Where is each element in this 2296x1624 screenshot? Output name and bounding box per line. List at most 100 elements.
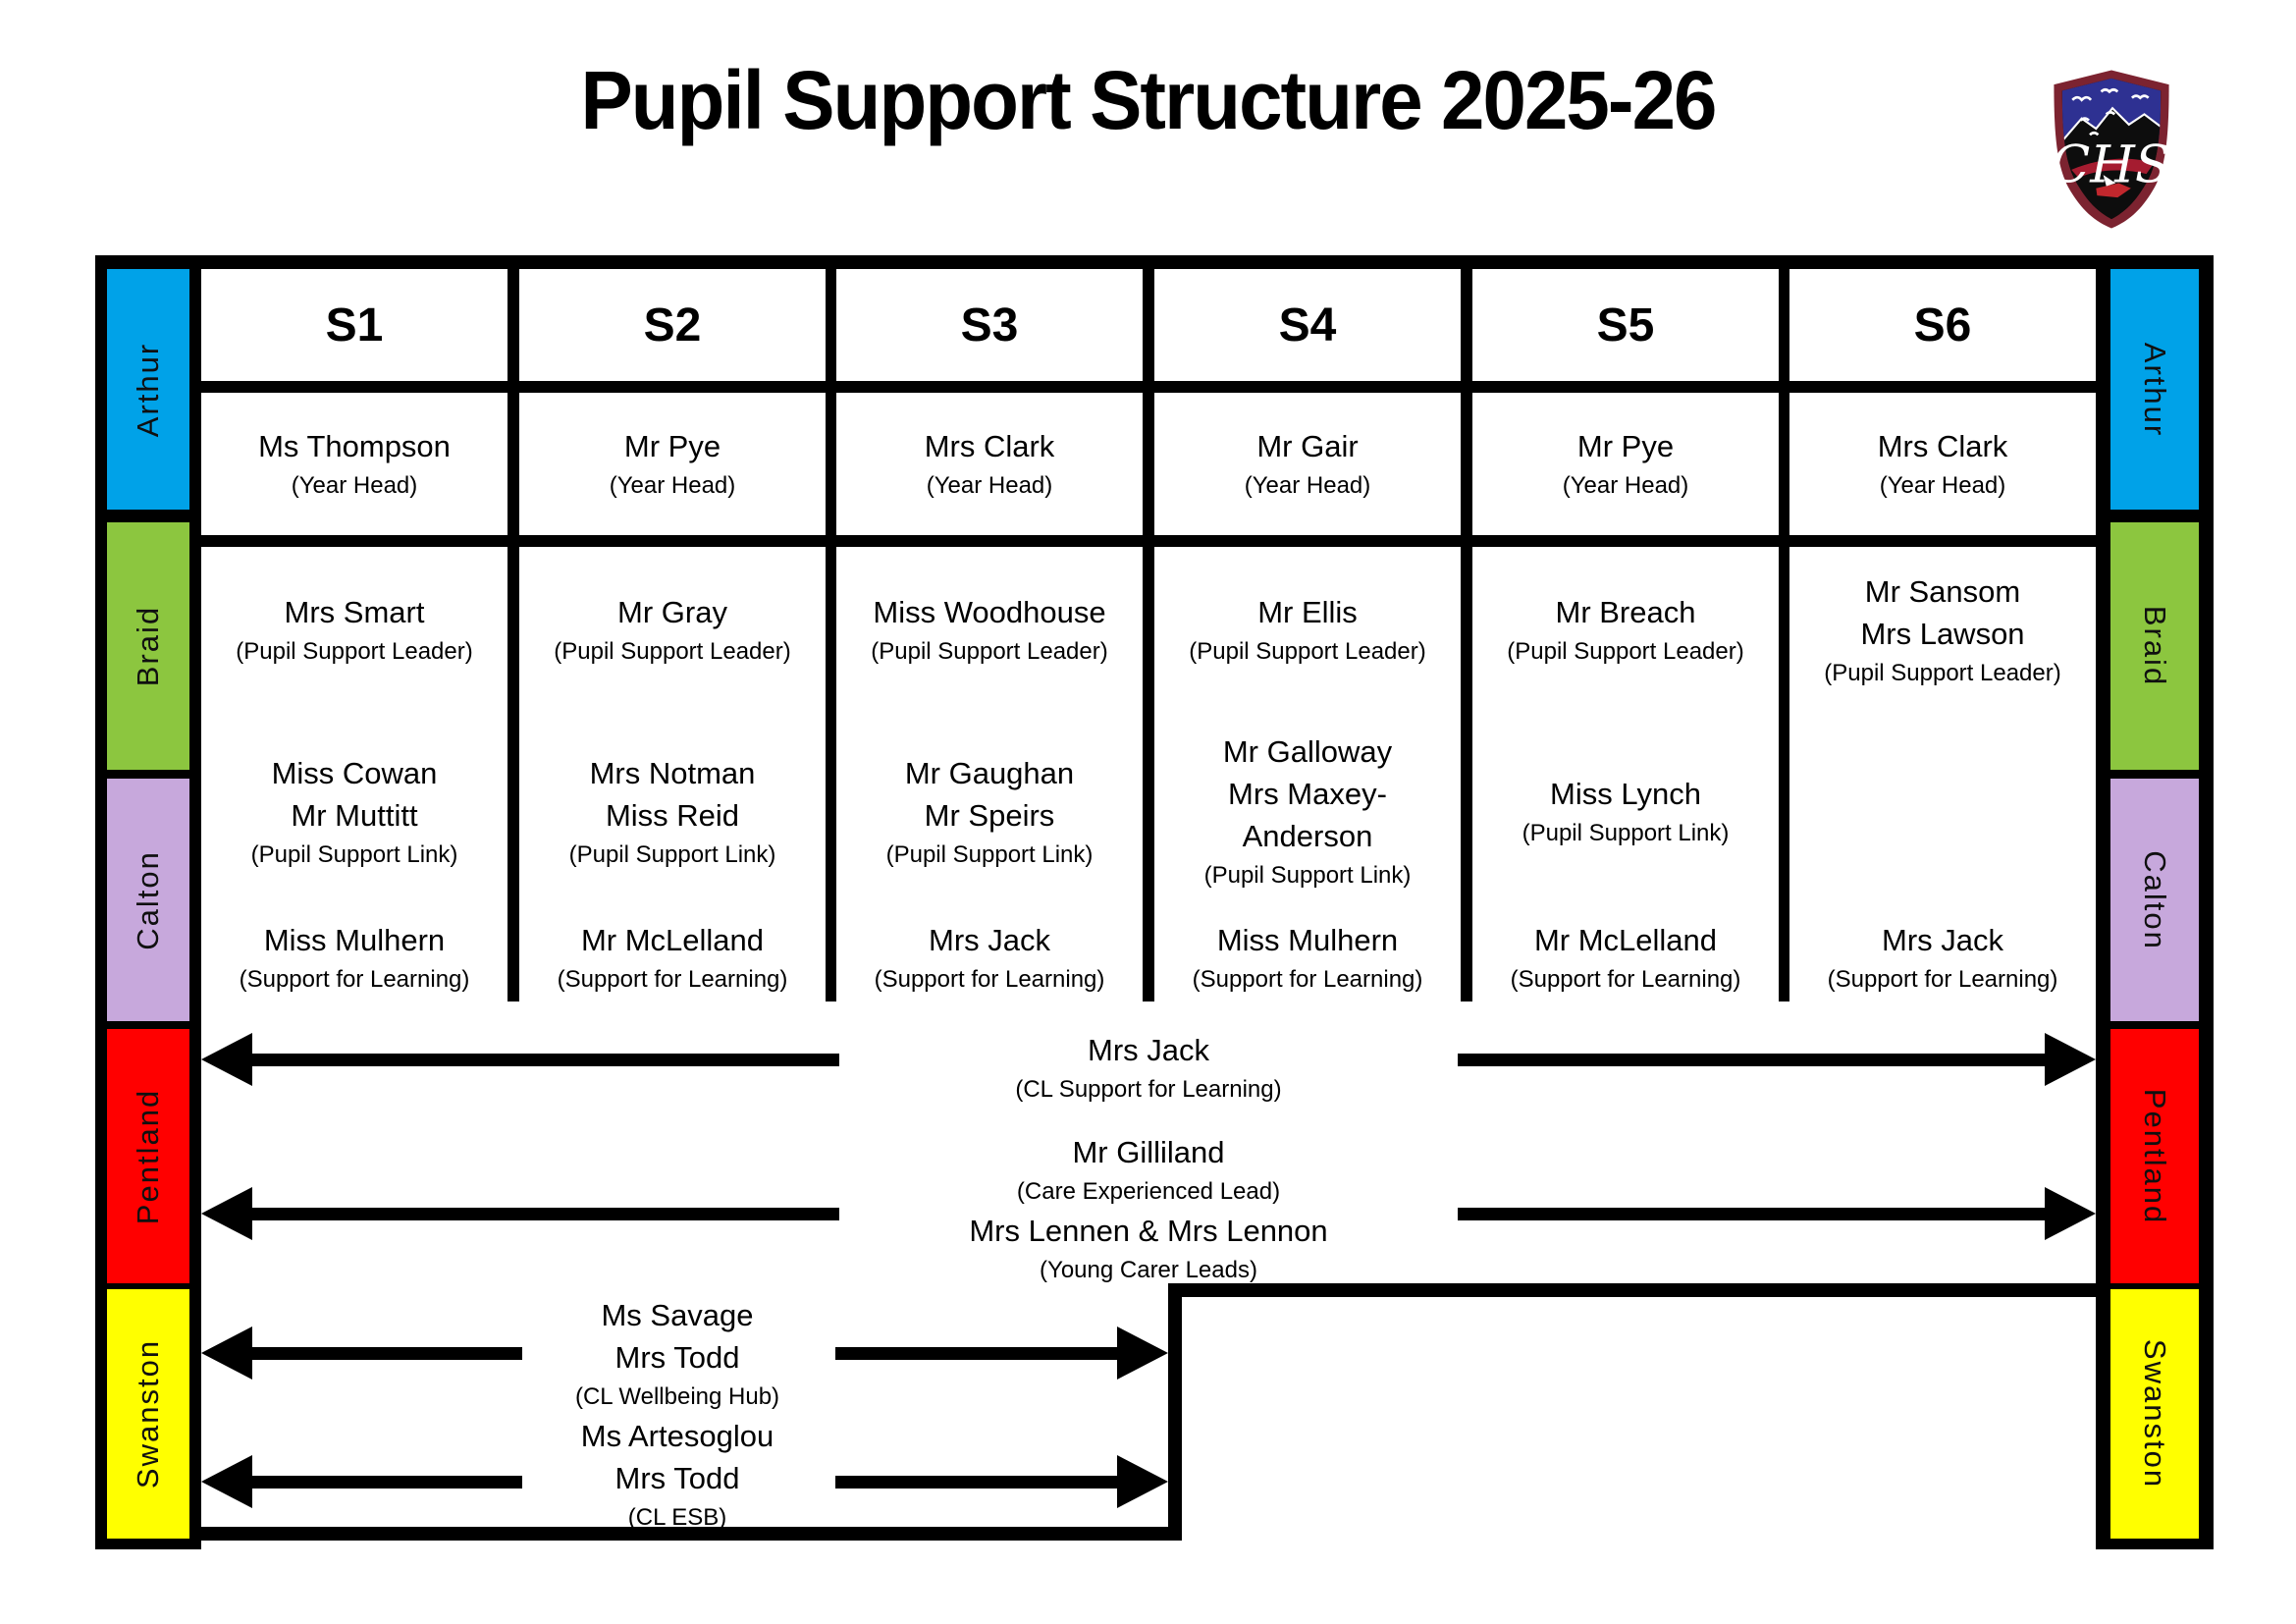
pupil-support-link-group: Miss Lynch (Pupil Support Link) [1472,714,1779,910]
leader-role: (Pupil Support Leader) [871,638,1108,665]
sfl-role: (Support for Learning) [557,966,788,993]
year-head-cell-s5: Mr Pye (Year Head) [1472,393,1779,535]
year-head-cell-s4: Mr Gair (Year Head) [1154,393,1461,535]
year-head-name: Mr Pye [623,428,721,463]
sfl-role: (Support for Learning) [1827,966,2058,993]
house-label-braid: Braid [2138,605,2172,687]
pupil-support-leader-group: Mr Ellis (Pupil Support Leader) [1154,547,1461,714]
support-structure-table: S1 S2 S3 S4 S5 S6 Ms Thompson (Year Head… [201,269,2096,1001]
support-for-learning-group: Mrs Jack (Support for Learning) [836,910,1143,1001]
cl-support-for-learning-block: Mrs Jack (CL Support for Learning) [839,1029,1458,1108]
year-head-name: Mr Pye [1576,428,1675,463]
arrow-left-esb [201,1455,522,1508]
swanston-bottom-bar [201,1527,1182,1541]
wellbeing-name-2: Mrs Todd [614,1340,740,1375]
sfl-name: Miss Mulhern [263,923,446,957]
link-names: Miss Lynch [1550,777,1701,811]
arrow-left-wellbeing [201,1326,522,1380]
year-head-role: (Year Head) [1244,471,1371,499]
young-carer-names: Mrs Lennen & Mrs Lennon [969,1214,1328,1248]
support-for-learning-group: Mrs Jack (Support for Learning) [1789,910,2096,1001]
sfl-role: (Support for Learning) [1510,966,1741,993]
house-box-arthur-right: Arthur [2110,269,2199,510]
column-header-s2: S2 [519,269,826,381]
arrow-right-care-leads [1458,1187,2096,1240]
house-box-swanston-left: Swanston [107,1289,189,1539]
arrow-left-cl-sfl [201,1033,839,1086]
year-head-role: (Year Head) [1879,471,2006,499]
year-head-role: (Year Head) [926,471,1053,499]
house-label-braid: Braid [131,605,165,687]
support-cell-s4: Mr Ellis (Pupil Support Leader) Mr Gallo… [1154,547,1461,1001]
leader-names: Mr Ellis [1257,595,1358,629]
support-cell-s2: Mr Gray (Pupil Support Leader) Mrs Notma… [519,547,826,1001]
support-cell-s1: Mrs Smart (Pupil Support Leader) Miss Co… [201,547,507,1001]
pupil-support-leader-group: Mr Breach (Pupil Support Leader) [1472,547,1779,714]
support-for-learning-group: Miss Mulhern (Support for Learning) [1154,910,1461,1001]
house-box-braid-right: Braid [2110,522,2199,770]
top-border [95,255,2214,269]
leader-role: (Pupil Support Leader) [236,638,473,665]
young-carer-role: (Young Carer Leads) [1040,1257,1257,1283]
sfl-name: Mr McLelland [1533,923,1718,957]
support-for-learning-group: Mr McLelland (Support for Learning) [519,910,826,1001]
house-box-arthur-left: Arthur [107,269,189,510]
house-box-calton-right: Calton [2110,779,2199,1021]
arrow-right-cl-sfl [1458,1033,2096,1086]
link-role: (Pupil Support Link) [885,840,1094,868]
care-lead-name: Mr Gilliland [1072,1135,1225,1169]
link-role: (Pupil Support Link) [250,840,458,868]
cl-sfl-role: (CL Support for Learning) [1015,1076,1282,1103]
crest-initials: CHS [2051,135,2169,194]
sfl-role: (Support for Learning) [874,966,1105,993]
cl-sfl-name: Mrs Jack [1088,1033,1209,1067]
house-label-calton: Calton [131,849,166,950]
support-for-learning-group: Miss Mulhern (Support for Learning) [201,910,507,1001]
house-label-arthur: Arthur [2138,342,2173,437]
house-label-arthur: Arthur [131,342,166,437]
pupil-support-leader-group: Mrs Smart (Pupil Support Leader) [201,547,507,714]
sfl-role: (Support for Learning) [1192,966,1423,993]
house-label-calton: Calton [2138,849,2173,950]
school-crest-icon: CHS [2051,70,2170,229]
house-strip-left: Arthur Braid Calton Pentland Swanston [95,255,201,1549]
support-for-learning-group: Mr McLelland (Support for Learning) [1472,910,1779,1001]
support-cell-s3: Miss Woodhouse (Pupil Support Leader) Mr… [836,547,1143,1001]
arrow-right-esb [835,1455,1168,1508]
year-head-name: Mr Gair [1256,428,1359,463]
year-head-name: Mrs Clark [1877,428,2008,463]
bird-icons [2071,88,2150,136]
house-box-braid-left: Braid [107,522,189,770]
school-crest: CHS [2045,67,2178,232]
house-box-calton-left: Calton [107,779,189,1021]
house-box-pentland-left: Pentland [107,1029,189,1283]
sfl-name: Mrs Jack [1882,923,2003,957]
year-head-cell-s1: Ms Thompson (Year Head) [201,393,507,535]
pupil-support-leader-group: Miss Woodhouse (Pupil Support Leader) [836,547,1143,714]
leader-role: (Pupil Support Leader) [554,638,791,665]
house-label-swanston: Swanston [2138,1338,2173,1489]
house-box-swanston-right: Swanston [2110,1289,2199,1539]
column-header-s5: S5 [1472,269,1779,381]
column-header-s4: S4 [1154,269,1461,381]
care-and-young-carer-block: Mr Gilliland (Care Experienced Lead) Mrs… [839,1131,1458,1288]
leader-names: Mrs Smart [284,595,425,629]
column-header-s1: S1 [201,269,507,381]
leader-role: (Pupil Support Leader) [1824,659,2061,686]
sfl-name: Miss Mulhern [1216,923,1399,957]
year-head-role: (Year Head) [609,471,736,499]
care-lead-role: (Care Experienced Lead) [1016,1178,1281,1205]
pentland-bottom-bar [1168,1283,2096,1297]
swanston-divider-line [1168,1283,1182,1541]
leader-role: (Pupil Support Leader) [1189,638,1426,665]
house-strip-right: Arthur Braid Calton Pentland Swanston [2096,255,2214,1549]
